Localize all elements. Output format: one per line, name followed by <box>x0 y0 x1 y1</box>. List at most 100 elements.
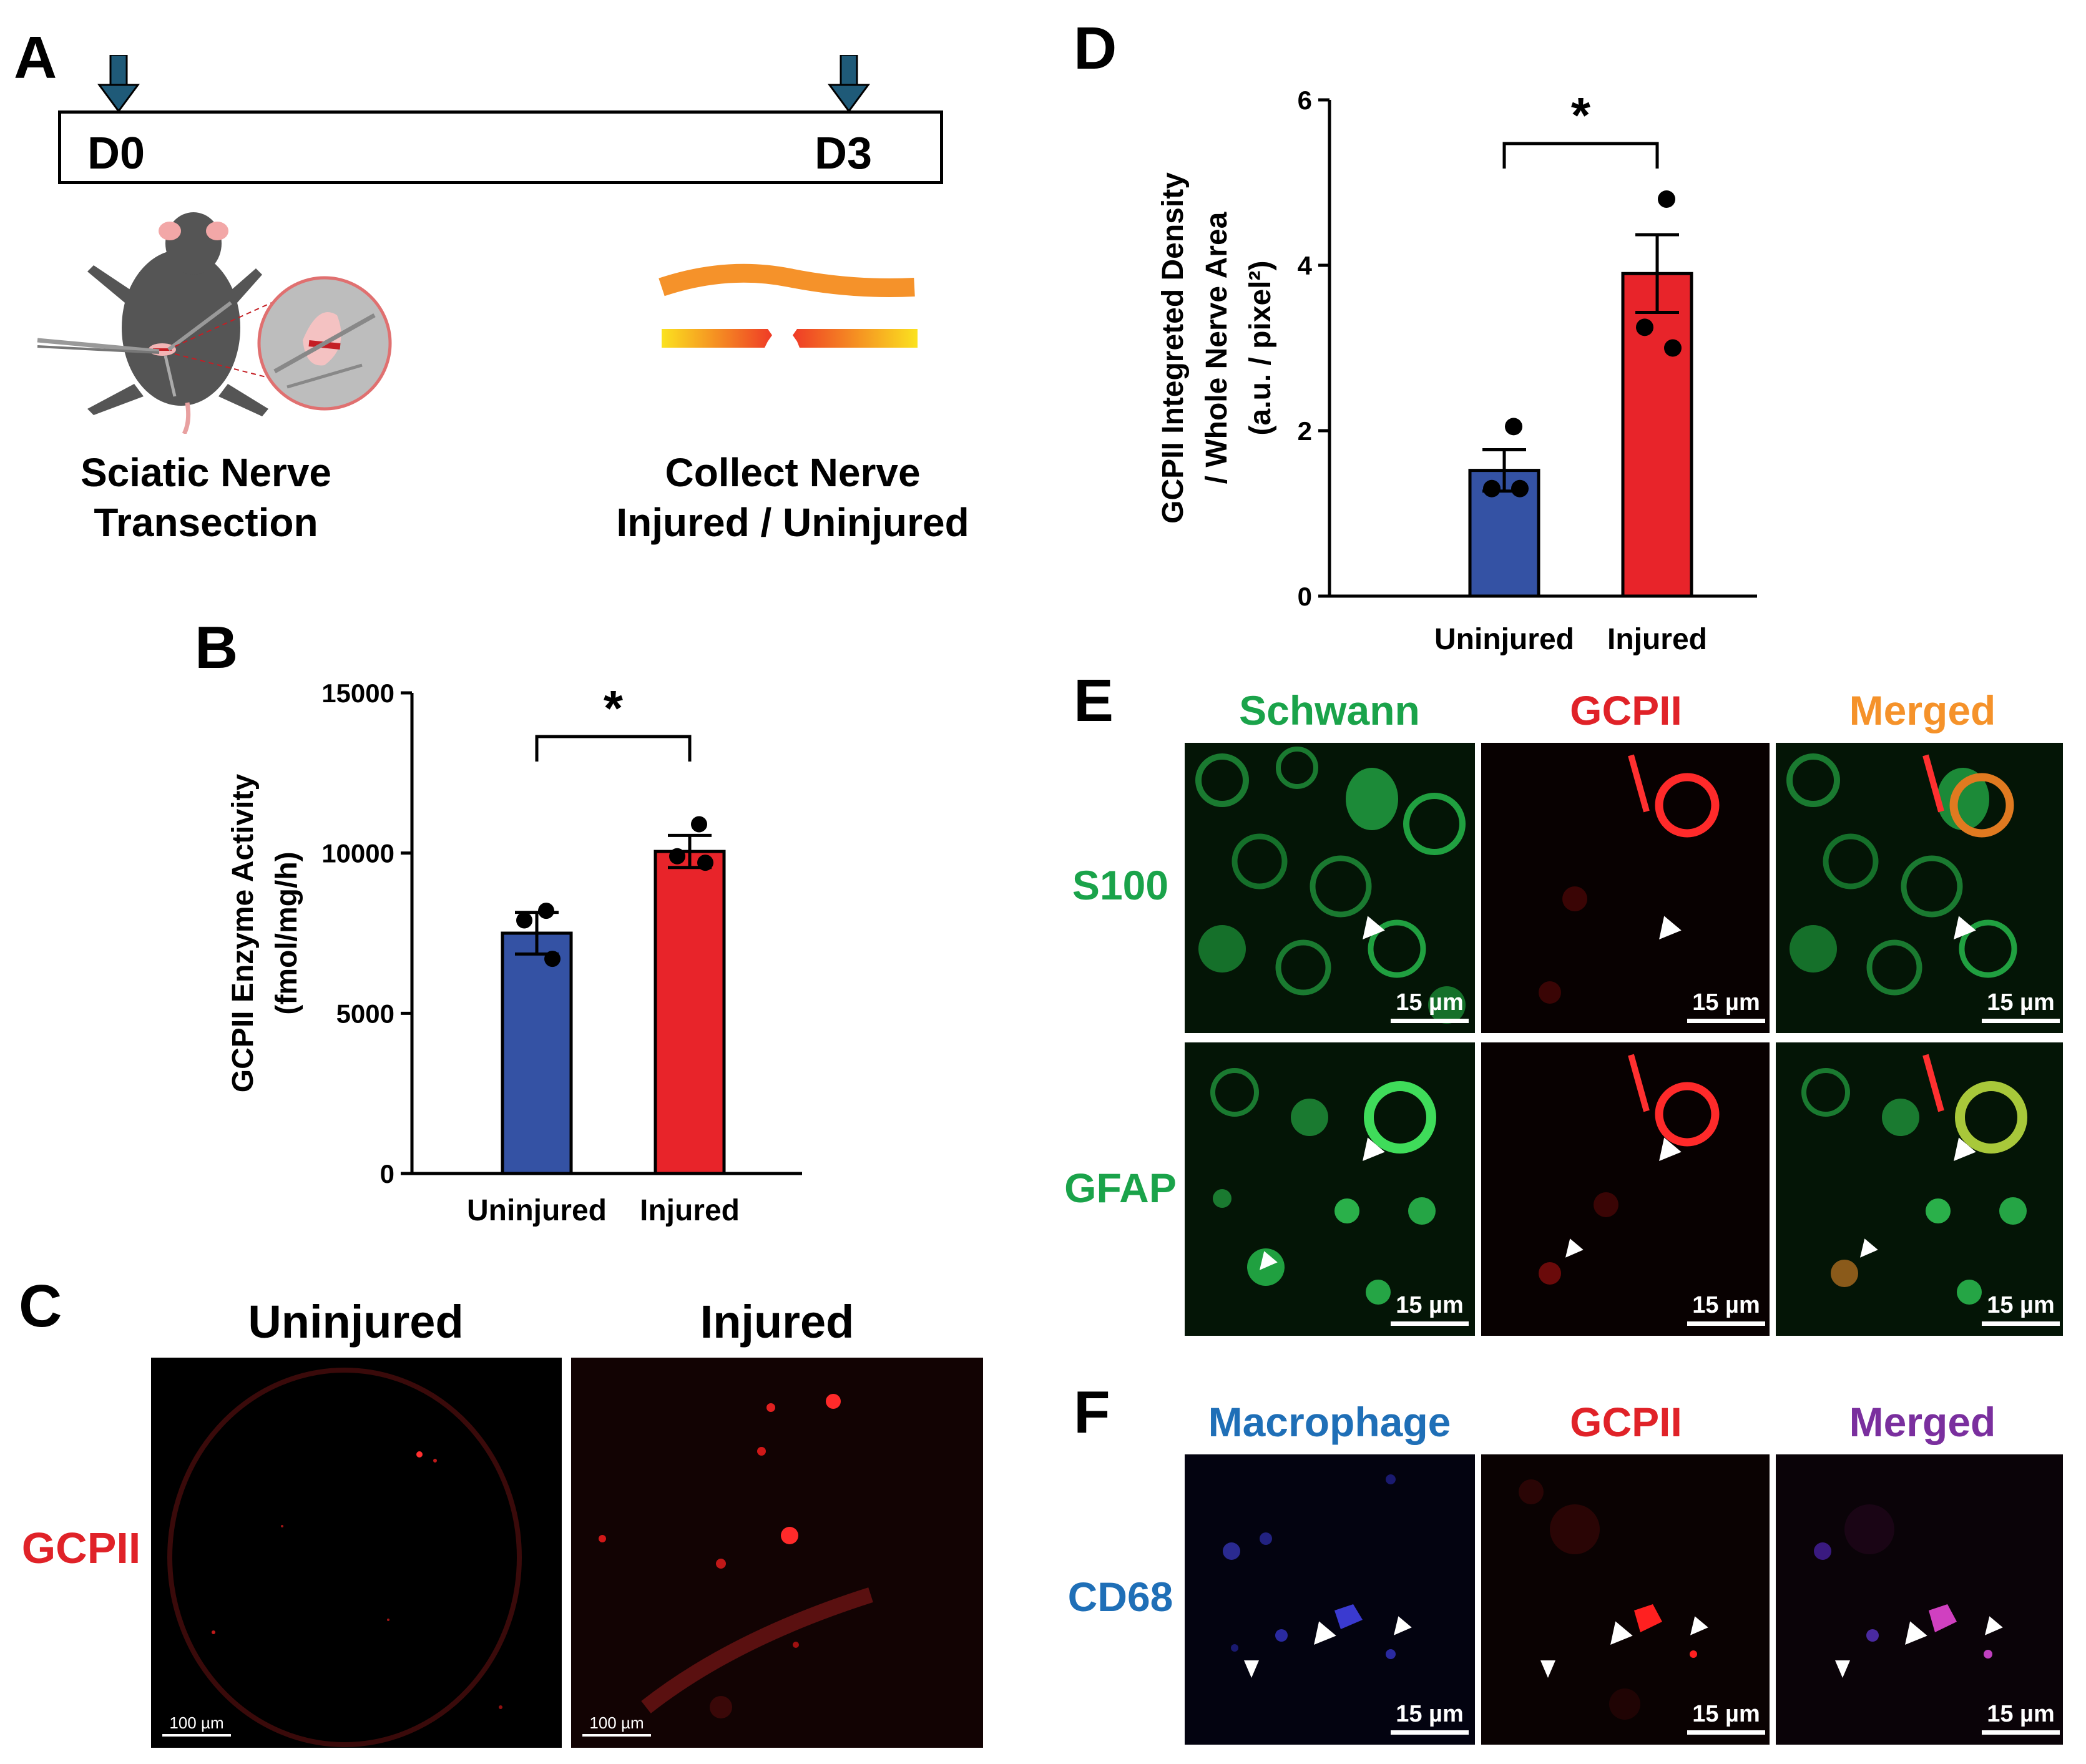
data-point <box>697 855 713 871</box>
scale-label: 15 µm <box>1987 1292 2055 1318</box>
y-tick-label: 5000 <box>336 999 394 1028</box>
data-point <box>1664 339 1682 357</box>
y-tick-label: 10000 <box>321 839 394 868</box>
significance-bracket <box>535 735 692 762</box>
panel-label-f: F <box>1074 1379 1110 1446</box>
nerve-icon <box>659 263 918 348</box>
data-point <box>516 912 532 929</box>
scale-bar: 15 µm <box>1391 1701 1469 1735</box>
timeline-box <box>58 110 943 184</box>
x-tick-label: Injured <box>640 1194 740 1227</box>
arrowhead-icon <box>1540 1660 1555 1678</box>
y-tick-label: 0 <box>380 1159 394 1188</box>
x-tick-label: Uninjured <box>467 1194 607 1227</box>
panel-f-col-gcpii: GCPII <box>1570 1399 1682 1445</box>
y-tick-label: 4 <box>1298 251 1313 280</box>
significance-star: * <box>604 680 624 736</box>
arrowhead-icon <box>1835 1660 1850 1678</box>
bar-uninjured <box>501 931 573 1175</box>
y-tick-label: 0 <box>1298 582 1312 611</box>
micrograph-e-gfap-merged: 15 µm <box>1776 1042 2063 1336</box>
panel-e-col-gcpii: GCPII <box>1570 687 1682 733</box>
caption-right-line1: Collect Nerve <box>665 450 921 495</box>
scale-label: 100 µm <box>169 1713 224 1732</box>
y-tick-label: 6 <box>1298 86 1312 115</box>
bar-injured <box>1621 272 1693 598</box>
micrograph-c-injured: 100 µm <box>571 1358 983 1748</box>
timeline-arrow-icon <box>97 55 140 112</box>
scale-bar: 15 µm <box>1687 1701 1765 1735</box>
caption-left-line1: Sciatic Nerve <box>80 450 332 495</box>
scale-bar: 15 µm <box>1391 1292 1469 1326</box>
arrowhead-icon <box>1244 1660 1259 1678</box>
data-point <box>1505 418 1522 436</box>
timeline-start-label: D0 <box>87 129 145 179</box>
y-tick-label: 15000 <box>321 679 394 708</box>
scale-label: 15 µm <box>1692 1701 1760 1727</box>
panel-e-col-schwann: Schwann <box>1239 687 1420 733</box>
micrograph-e-gfap-schwann: 15 µm <box>1185 1042 1475 1336</box>
panel-label-d: D <box>1074 15 1117 82</box>
y-tick-label: 2 <box>1298 416 1312 446</box>
panel-label-a: A <box>14 24 57 91</box>
y-axis-label: GCPII Integreted Density <box>1157 172 1190 524</box>
significance-bracket <box>1502 142 1659 169</box>
panel-e-col-merged: Merged <box>1849 687 1996 733</box>
caption-right-line2: Injured / Uninjured <box>616 500 969 545</box>
panel-f-col-macrophage: Macrophage <box>1208 1399 1451 1445</box>
panel-label-c: C <box>19 1273 62 1340</box>
y-axis-label: GCPII Enzyme Activity <box>227 774 260 1093</box>
scale-label: 15 µm <box>1987 1701 2055 1727</box>
micrograph-e-gfap-gcpii: 15 µm <box>1481 1042 1770 1336</box>
timeline-end-label: D3 <box>815 129 873 179</box>
micrograph-f-cd68-gcpii: 15 µm <box>1481 1454 1770 1745</box>
scale-label: 15 µm <box>1396 1292 1464 1318</box>
data-point <box>669 848 685 865</box>
scale-bar: 15 µm <box>1687 989 1765 1023</box>
micrograph-f-cd68-macrophage: 15 µm <box>1185 1454 1475 1745</box>
panel-e-row-s100: S100 <box>1072 862 1169 908</box>
scale-label: 100 µm <box>589 1713 644 1732</box>
micrograph-e-s100-gcpii: 15 µm <box>1481 743 1770 1033</box>
data-point <box>1511 479 1529 497</box>
panel-c-col-uninjured: Uninjured <box>248 1296 464 1348</box>
panel-label-b: B <box>195 614 238 681</box>
panel-f-col-merged: Merged <box>1849 1399 1996 1445</box>
scale-label: 15 µm <box>1396 989 1464 1016</box>
micrograph-f-cd68-merged: 15 µm <box>1776 1454 2063 1745</box>
scale-bar-c-uninjured: 100 µm <box>162 1713 231 1737</box>
scale-label: 15 µm <box>1692 1292 1760 1318</box>
y-axis-label: (fmol/mg/h) <box>270 851 303 1014</box>
micrograph-e-s100-schwann: 15 µm <box>1185 743 1475 1033</box>
significance-star: * <box>1571 87 1591 143</box>
data-point <box>1483 479 1501 497</box>
scale-bar: 15 µm <box>1982 989 2060 1023</box>
scale-label: 15 µm <box>1692 989 1760 1016</box>
caption-left-line2: Transection <box>94 500 318 545</box>
x-tick-label: Uninjured <box>1434 623 1574 656</box>
data-point <box>544 951 561 968</box>
panel-c-col-injured: Injured <box>700 1296 854 1348</box>
data-point <box>1658 190 1675 208</box>
timeline-arrow-icon <box>828 55 870 112</box>
data-point <box>691 816 707 833</box>
y-axis-label: (a.u. / pixel²) <box>1244 260 1277 435</box>
y-axis-label: / Whole Nerve Area <box>1200 212 1233 484</box>
data-point <box>538 903 554 919</box>
scale-label: 15 µm <box>1987 989 2055 1016</box>
x-tick-label: Injured <box>1607 623 1707 656</box>
scale-bar: 15 µm <box>1982 1701 2060 1735</box>
scale-bar-c-injured: 100 µm <box>582 1713 651 1737</box>
micrograph-e-s100-merged: 15 µm <box>1776 743 2063 1033</box>
micrograph-c-uninjured: 100 µm <box>151 1358 562 1748</box>
panel-c-row-gcpii: GCPII <box>21 1524 141 1572</box>
bar-injured <box>654 850 726 1175</box>
panel-e-row-gfap: GFAP <box>1064 1165 1177 1211</box>
panel-f-row-cd68: CD68 <box>1067 1574 1173 1620</box>
scale-bar: 15 µm <box>1391 989 1469 1023</box>
scale-bar: 15 µm <box>1687 1292 1765 1326</box>
mouse-surgery-icon <box>37 212 392 434</box>
panel-label-e: E <box>1074 667 1114 734</box>
data-point <box>1636 318 1653 336</box>
